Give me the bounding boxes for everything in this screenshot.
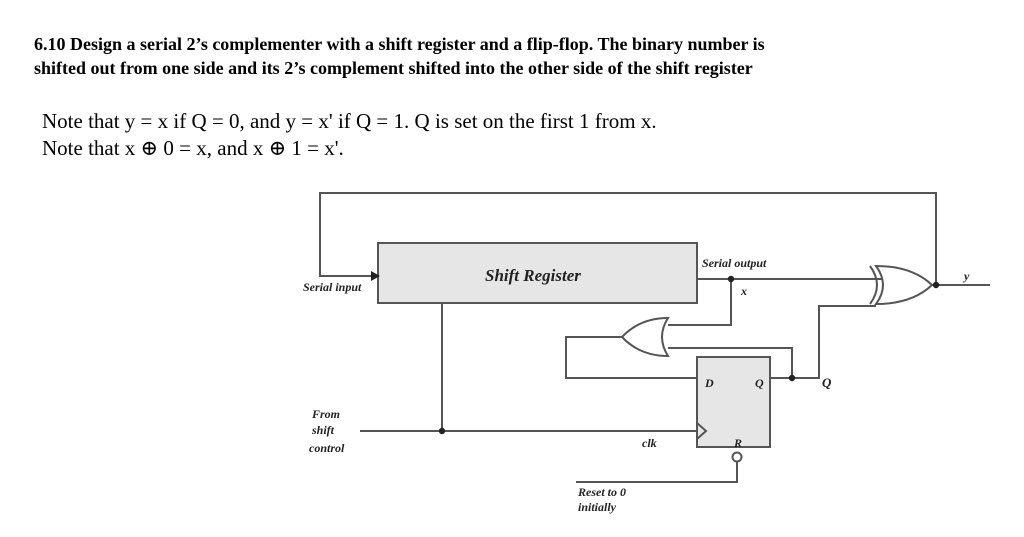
serial-input-label: Serial input bbox=[303, 280, 362, 294]
y-label: y bbox=[962, 269, 970, 283]
q-output-label: Q bbox=[755, 376, 764, 390]
reset-line-1: Reset to 0 bbox=[577, 485, 626, 499]
feedback-wire bbox=[319, 192, 937, 285]
problem-line-2: shifted out from one side and its 2’s co… bbox=[34, 58, 753, 78]
q-to-or-wire bbox=[668, 347, 793, 379]
or-to-d-wire bbox=[565, 336, 697, 379]
shift-control-line-1: From bbox=[311, 407, 340, 421]
q-wire-label: Q bbox=[822, 375, 832, 390]
d-flip-flop bbox=[696, 356, 771, 448]
problem-line-1: 6.10 Design a serial 2’s complementer wi… bbox=[34, 34, 765, 54]
notes: Note that y = x if Q = 0, and y = x' if … bbox=[42, 108, 942, 162]
reset-wire bbox=[576, 462, 738, 483]
note-line-2: Note that x ⊕ 0 = x, and x ⊕ 1 = x'. bbox=[42, 136, 344, 160]
clk-label: clk bbox=[642, 436, 657, 450]
xor-gate-back-arc bbox=[869, 265, 878, 305]
reset-line-2: initially bbox=[578, 500, 617, 514]
junction-dot bbox=[727, 275, 735, 283]
or-gate bbox=[620, 316, 670, 358]
junction-dot bbox=[788, 374, 796, 382]
junction-dot bbox=[438, 427, 446, 435]
d-input-label: D bbox=[704, 376, 714, 390]
x-to-or-wire bbox=[668, 279, 732, 326]
shift-control-line-3: control bbox=[309, 441, 345, 455]
reset-bubble bbox=[731, 451, 743, 463]
shift-register-box bbox=[377, 242, 698, 304]
serial-output-label: Serial output bbox=[702, 256, 767, 270]
shift-control-label: From shift control bbox=[309, 407, 345, 455]
junction-dot bbox=[932, 281, 940, 289]
serial-input-arrow bbox=[371, 271, 380, 281]
xor-gate bbox=[874, 264, 934, 306]
note-line-1: Note that y = x if Q = 0, and y = x' if … bbox=[42, 109, 657, 133]
x-label: x bbox=[740, 284, 747, 298]
problem-statement: 6.10 Design a serial 2’s complementer wi… bbox=[34, 32, 994, 80]
shift-control-line-2: shift bbox=[311, 423, 335, 437]
q-to-xor-wire bbox=[792, 305, 876, 379]
shift-register-label: Shift Register bbox=[485, 266, 581, 285]
clock-triangle bbox=[696, 422, 708, 440]
reset-pin-label: R bbox=[733, 436, 742, 450]
reset-label: Reset to 0 initially bbox=[577, 485, 629, 514]
